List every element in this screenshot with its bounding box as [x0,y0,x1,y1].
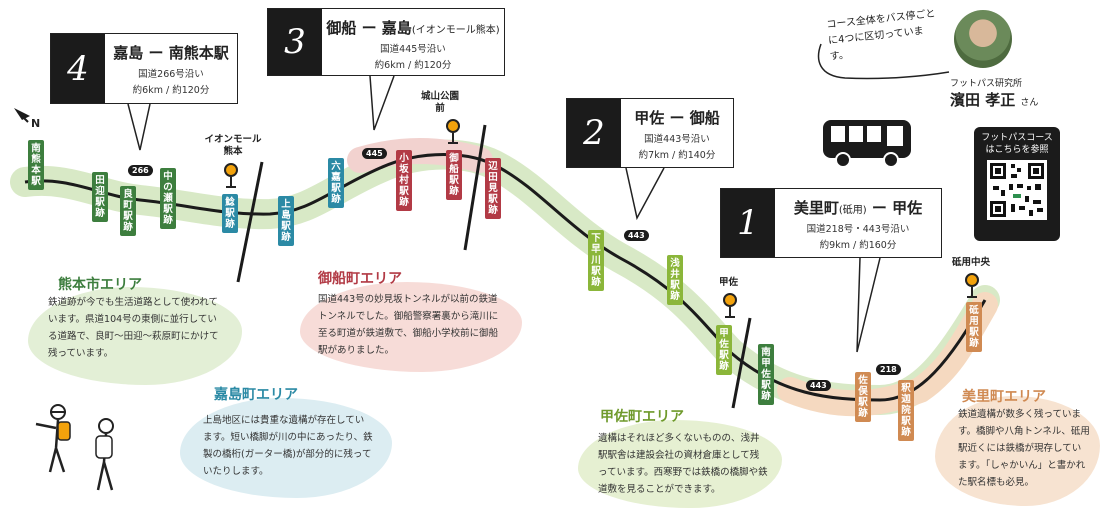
station-label: 御船駅跡 [446,150,462,200]
station-label: 六嘉駅跡 [328,158,344,208]
segment-title-note: (イオンモール熊本) [411,25,500,36]
segment-distance: 約6km / 約120分 [374,60,452,71]
divider-line [236,161,264,283]
station-label: 辺田見駅跡 [485,158,501,219]
area-mifune-body: 国道443号の妙見坂トンネルが以前の鉄道トンネルでした。御船警察署裏から滝川に至… [318,294,499,356]
route-badge: 443 [624,230,649,241]
area-misato-bg [935,396,1100,506]
area-kashima-body: 上島地区には貴重な遺構が存在しています。短い橋脚が川の中にあったり、鉄製の橋桁(… [203,415,373,477]
area-kosa-bg [578,420,782,508]
segment-distance: 約9km / 約160分 [819,240,897,251]
landmark-label: 砥用中央 [952,257,991,268]
area-kumamoto-title: 熊本市エリア [58,277,142,293]
station-label: 良町駅跡 [120,186,136,236]
segment-box-1: 1 美里町(砥用) ー 甲佐 国道218号・443号沿い 約9km / 約160… [720,188,942,258]
station-label: 砥用駅跡 [966,302,982,352]
station-label: 釈迦院駅跡 [898,380,914,441]
segment-title-end: ー 甲佐 [866,199,923,217]
station-label: 南甲佐駅跡 [758,344,774,405]
segment-title: 美里町 [793,199,839,217]
segment-title-note: (砥用) [838,205,867,216]
station-label: 中の瀬駅跡 [160,168,176,229]
area-misato-title: 美里町エリア [962,389,1046,405]
segment-distance: 約6km / 約120分 [132,85,210,96]
callout-pointer [856,257,881,353]
author-affiliation: フットパス研究所 [950,79,1023,89]
segment-number: 1 [721,189,775,257]
qr-card[interactable]: フットパスコースはこちらを参照 [974,127,1060,241]
route-badge: 218 [876,364,901,375]
segment-number: 4 [51,34,105,103]
landmark-pin-icon [446,119,460,133]
callout-pointer [369,75,395,131]
route-badge: 443 [806,380,831,391]
area-kashima-bg [180,398,392,498]
station-label: 田迎駅跡 [92,172,108,222]
station-label: 鯰駅跡 [222,194,238,233]
north-label: N [31,117,41,130]
area-mifune-bg [300,282,522,372]
landmark-pin-icon [965,273,979,287]
segment-road: 国道218号・443号沿い [806,224,910,235]
area-misato-body: 鉄道遺構が数多く残っています。橋脚や八角トンネル、砥用駅近くには鉄橋が現存してい… [958,409,1090,488]
area-kosa-body: 遺構はそれほど多くないものの、浅井駅駅舎は建設会社の資材倉庫として残っています。… [598,433,768,495]
segment-title: 嘉島 ー 南熊本駅 [113,44,229,62]
station-label: 下早川駅跡 [588,230,604,291]
landmark-label: 城山公園前 [420,91,459,114]
callout-pointer [625,167,665,221]
station-label: 南熊本駅 [28,140,44,190]
area-kumamoto-body: 鉄道跡が今でも生活道路として使われています。県道104号の東側に並行している道路… [48,297,219,359]
hikers-illustration [35,404,114,491]
segment-road: 国道445号沿い [380,44,446,55]
segment-road: 国道266号沿い [138,69,204,80]
landmark-pin-icon [224,163,238,177]
author-avatar [954,10,1012,68]
author-honorific: さん [1020,98,1039,108]
note-bracket [817,43,950,80]
railway-line [24,153,987,402]
segment-title: 甲佐 ー 御船 [634,109,720,127]
qr-caption: フットパスコースはこちらを参照 [981,133,1053,155]
north-arrow-icon [14,108,30,120]
divider-line [463,124,487,251]
segment-box-4: 4 嘉島 ー 南熊本駅 国道266号沿い 約6km / 約120分 [50,33,238,104]
qr-code-icon [987,160,1047,220]
author-name: 濱田 孝正 [950,91,1016,109]
bus-icon [823,120,911,168]
area-kashima-title: 嘉島町エリア [214,387,298,403]
station-label: 佐俣駅跡 [855,372,871,422]
route-badge: 266 [128,165,153,176]
station-label: 小坂村駅跡 [396,150,412,211]
landmark-pin-icon [723,293,737,307]
divider-line [731,317,752,409]
callout-pointer [127,103,151,151]
segment-box-2: 2 甲佐 ー 御船 国道443号沿い 約7km / 約140分 [566,98,734,168]
area-kumamoto-bg [28,287,242,385]
segment-road: 国道443号沿い [644,134,710,145]
station-label: 甲佐駅跡 [716,325,732,375]
segment-number: 3 [268,9,322,75]
route-badge: 445 [362,148,387,159]
segment-distance: 約7km / 約140分 [638,150,716,161]
landmark-label: 甲佐 [719,277,739,288]
area-mifune-title: 御船町エリア [318,271,402,287]
segment-box-3: 3 御船 ー 嘉島(イオンモール熊本) 国道445号沿い 約6km / 約120… [267,8,505,76]
station-label: 上島駅跡 [278,196,294,246]
area-kosa-title: 甲佐町エリア [600,409,684,425]
station-label: 浅井駅跡 [667,255,683,305]
landmark-label: イオンモール熊本 [204,134,262,157]
segment-number: 2 [567,99,621,167]
segment-title: 御船 ー 嘉島 [326,19,412,37]
